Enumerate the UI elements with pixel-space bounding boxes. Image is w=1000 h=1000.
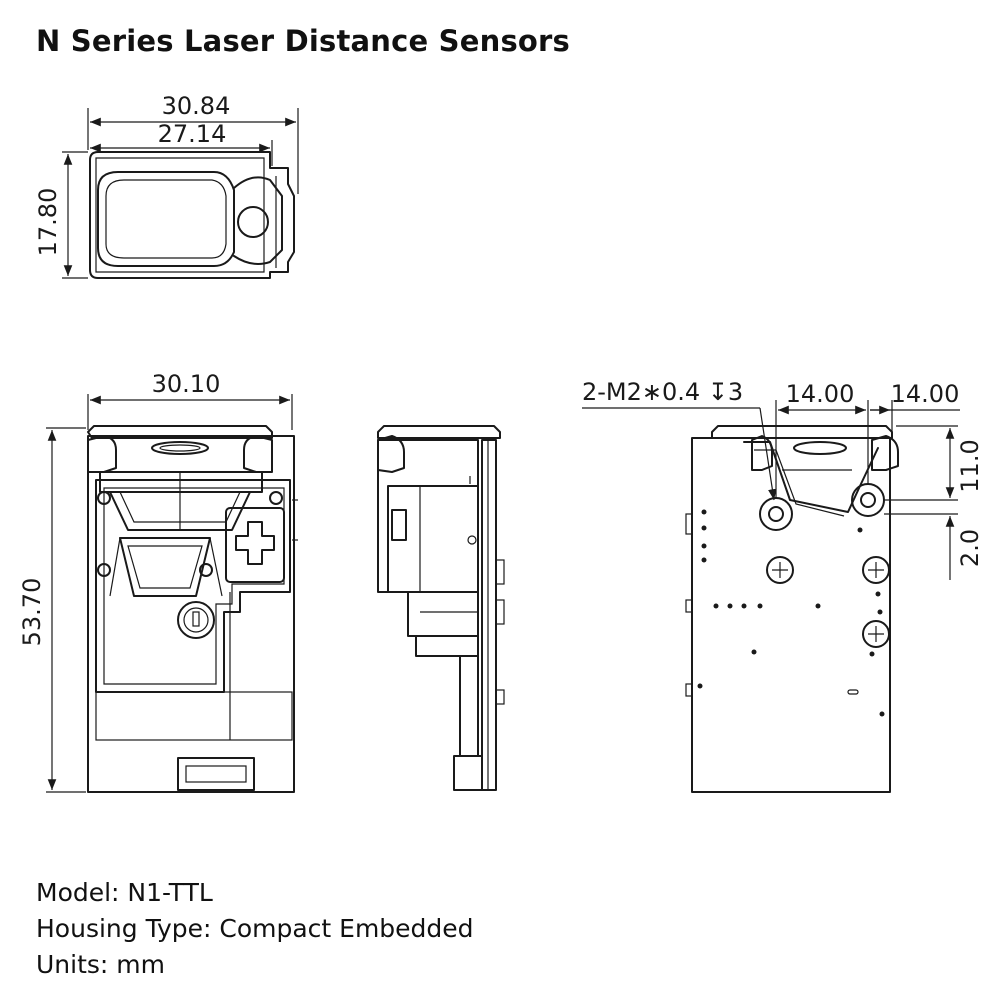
back-view [685, 425, 899, 793]
dim-top-outer-width: 30.84 [162, 92, 231, 120]
top-view-dimensions: 30.84 27.14 17.80 [34, 92, 299, 279]
top-view [89, 151, 295, 279]
side-view [377, 425, 505, 791]
dim-hole-vertical-offset: 11.0 [956, 439, 984, 492]
spec-housing: Housing Type: Compact Embedded [36, 914, 474, 943]
dim-top-height: 17.80 [34, 188, 62, 257]
dim-hole-vertical-small: 2.0 [956, 529, 984, 567]
spec-units: Units: mm [36, 950, 165, 979]
hole-spec-label: 2-M2∗0.4 ↧3 [582, 378, 743, 406]
dim-hole-edge-offset: 14.00 [891, 380, 960, 408]
front-view-dimensions: 30.10 53.70 [18, 370, 293, 793]
dim-hole-spacing: 14.00 [786, 380, 855, 408]
front-view [87, 425, 298, 793]
back-view-dimensions: 2-M2∗0.4 ↧3 14.00 14.00 11.0 2.0 [582, 378, 984, 580]
dim-front-width: 30.10 [152, 370, 221, 398]
spec-model: Model: N1-TTL [36, 878, 213, 907]
dim-top-inner-width: 27.14 [158, 120, 227, 148]
dim-front-height: 53.70 [18, 578, 46, 647]
page-title: N Series Laser Distance Sensors [36, 24, 571, 58]
